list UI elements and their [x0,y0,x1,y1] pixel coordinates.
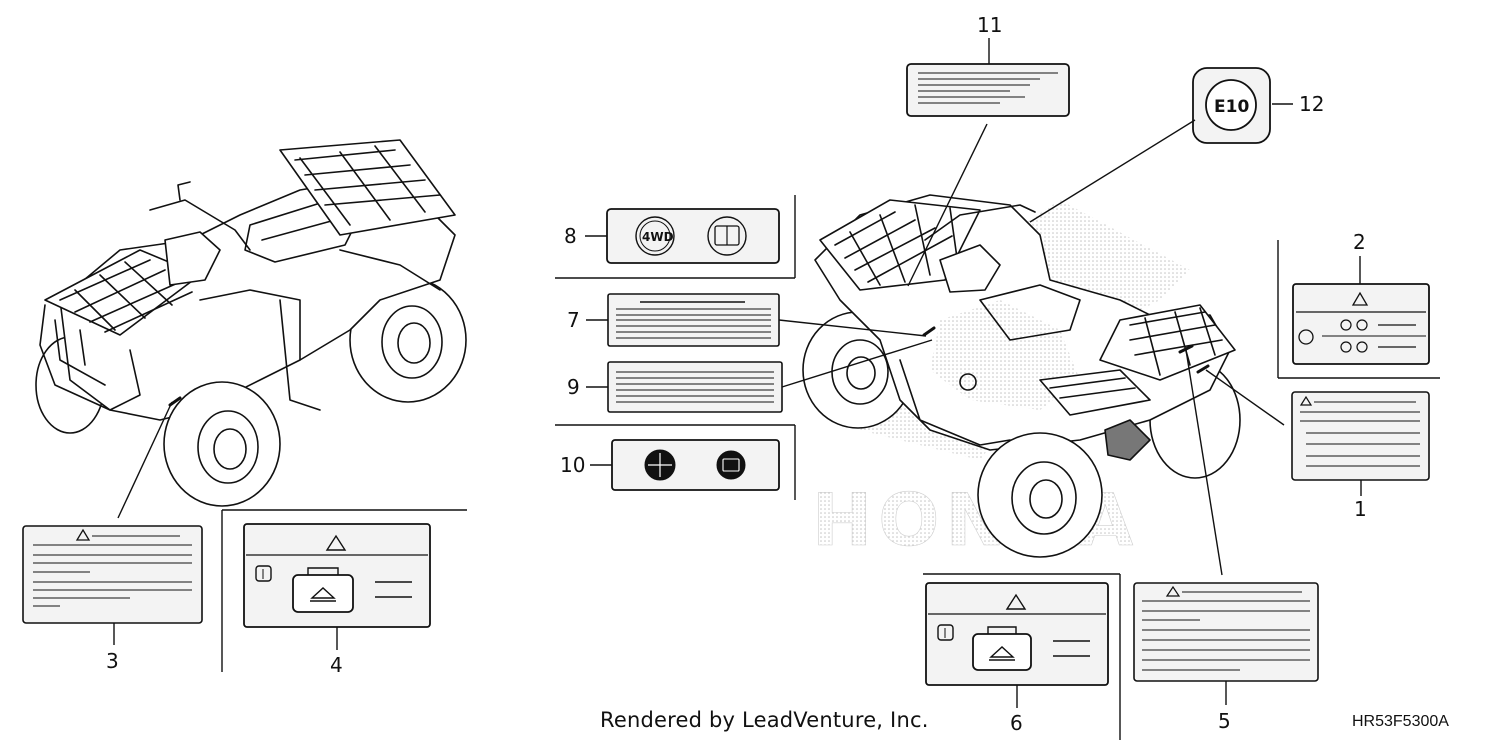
callout-12: 12 [1299,92,1324,116]
label-1-warning-text [1291,391,1430,481]
label-3-warning-text [22,525,203,624]
manual-book-icon [1298,329,1314,345]
warning-triangle-icon [1005,593,1027,610]
manual-book-icon [937,624,954,641]
callout-8: 8 [564,224,577,248]
leader-line-12 [1029,119,1196,223]
label-4-frame [221,509,467,672]
leader-line-5 [1185,349,1223,576]
callout-2: 2 [1353,230,1366,254]
drawing-id: HR53F5300A [1352,713,1449,730]
4wd-symbol: 4WD [642,230,674,244]
label-6-cargo-warning [925,582,1109,686]
atv-left-illustration [35,139,467,507]
label-2-warning-symbols [1292,283,1430,365]
callout-10: 10 [560,453,585,477]
label-11-text-label [906,63,1070,117]
callout-3: 3 [106,649,119,673]
label-2-frame [1277,240,1440,379]
label-8-4wd-manual: 4WD [606,208,780,264]
label-group-frames [555,195,796,500]
callout-5: 5 [1218,709,1231,733]
warning-triangle-icon [1351,291,1369,306]
leader-line-11 [907,123,988,287]
label-10-symbol-label [611,439,780,491]
callout-1: 1 [1354,497,1367,521]
cargo-box-icon [292,574,354,613]
label-4-cargo-warning [243,523,431,628]
callout-9: 9 [567,375,580,399]
leader-line-7 [778,319,927,337]
leader-line-1 [1205,369,1285,426]
leader-line-3 [117,401,173,519]
warning-triangle-icon [325,534,347,551]
callout-7: 7 [567,308,580,332]
label-7-text-label [607,293,780,347]
cargo-box-icon [972,633,1032,671]
label-6-frame [923,573,1121,740]
callout-4: 4 [330,653,343,677]
label-5-warning-text [1133,582,1319,682]
callout-6: 6 [1010,711,1023,735]
manual-book-icon [255,565,272,582]
label-9-text-label [607,361,783,413]
label-12-e10-fuel: E10 [1192,67,1271,144]
leader-line-9 [781,339,933,388]
credit-text: Rendered by LeadVenture, Inc. [600,708,929,732]
callout-11: 11 [977,13,1002,37]
e10-symbol: E10 [1214,97,1249,117]
atv-right-illustration [802,194,1241,558]
